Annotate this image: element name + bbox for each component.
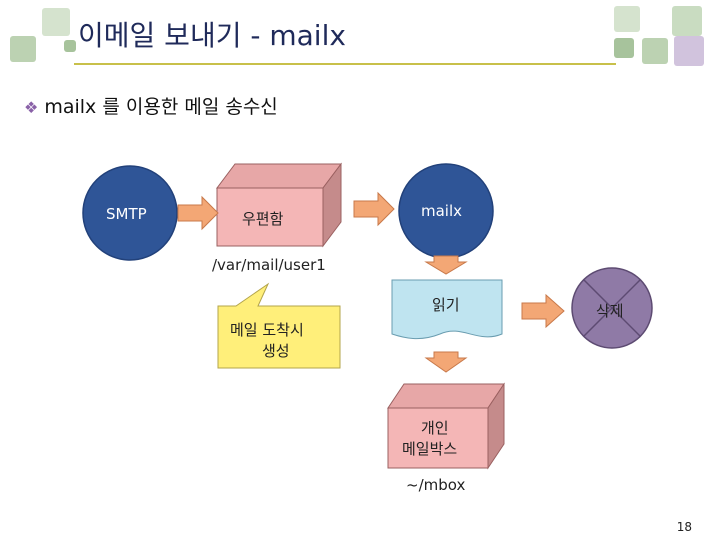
diamond-bullet-icon: ❖ bbox=[24, 98, 39, 117]
mailbox-label: 우편함 bbox=[242, 210, 284, 228]
read-label: 읽기 bbox=[432, 296, 460, 314]
callout-line2: 생성 bbox=[262, 342, 290, 360]
title-underline bbox=[74, 63, 616, 65]
arrow-right-icon bbox=[521, 293, 565, 329]
delete-label: 삭제 bbox=[596, 302, 624, 320]
deco-square bbox=[674, 36, 704, 66]
deco-square bbox=[642, 38, 668, 64]
callout-shape bbox=[217, 282, 341, 369]
arrow-right-icon bbox=[177, 195, 219, 231]
personal-mailbox-line1: 개인 bbox=[421, 419, 449, 437]
deco-square bbox=[42, 8, 70, 36]
page-number: 18 bbox=[676, 520, 692, 534]
callout-line1: 메일 도착시 bbox=[230, 321, 304, 339]
mailbox-box bbox=[216, 162, 342, 248]
deco-square bbox=[672, 6, 702, 36]
deco-square bbox=[10, 36, 36, 62]
arrow-down-icon bbox=[424, 351, 468, 373]
var-mail-path: /var/mail/user1 bbox=[212, 256, 326, 274]
read-document bbox=[391, 279, 503, 340]
delete-circle bbox=[571, 267, 653, 349]
personal-mailbox-box bbox=[387, 382, 505, 470]
bullet-text: mailx 를 이용한 메일 송수신 bbox=[44, 96, 278, 118]
arrow-right-icon bbox=[353, 191, 395, 227]
mbox-path: ~/mbox bbox=[406, 476, 466, 494]
deco-square bbox=[64, 40, 76, 52]
page-title: 이메일 보내기 - mailx bbox=[78, 19, 346, 52]
bullet-item: ❖ mailx 를 이용한 메일 송수신 bbox=[24, 92, 278, 119]
deco-square bbox=[614, 6, 640, 32]
deco-square bbox=[614, 38, 634, 58]
arrow-down-icon bbox=[424, 255, 468, 275]
mailx-label: mailx bbox=[421, 202, 463, 220]
personal-mailbox-line2: 메일박스 bbox=[402, 440, 458, 458]
smtp-label: SMTP bbox=[106, 205, 147, 223]
smtp-circle bbox=[82, 165, 178, 261]
